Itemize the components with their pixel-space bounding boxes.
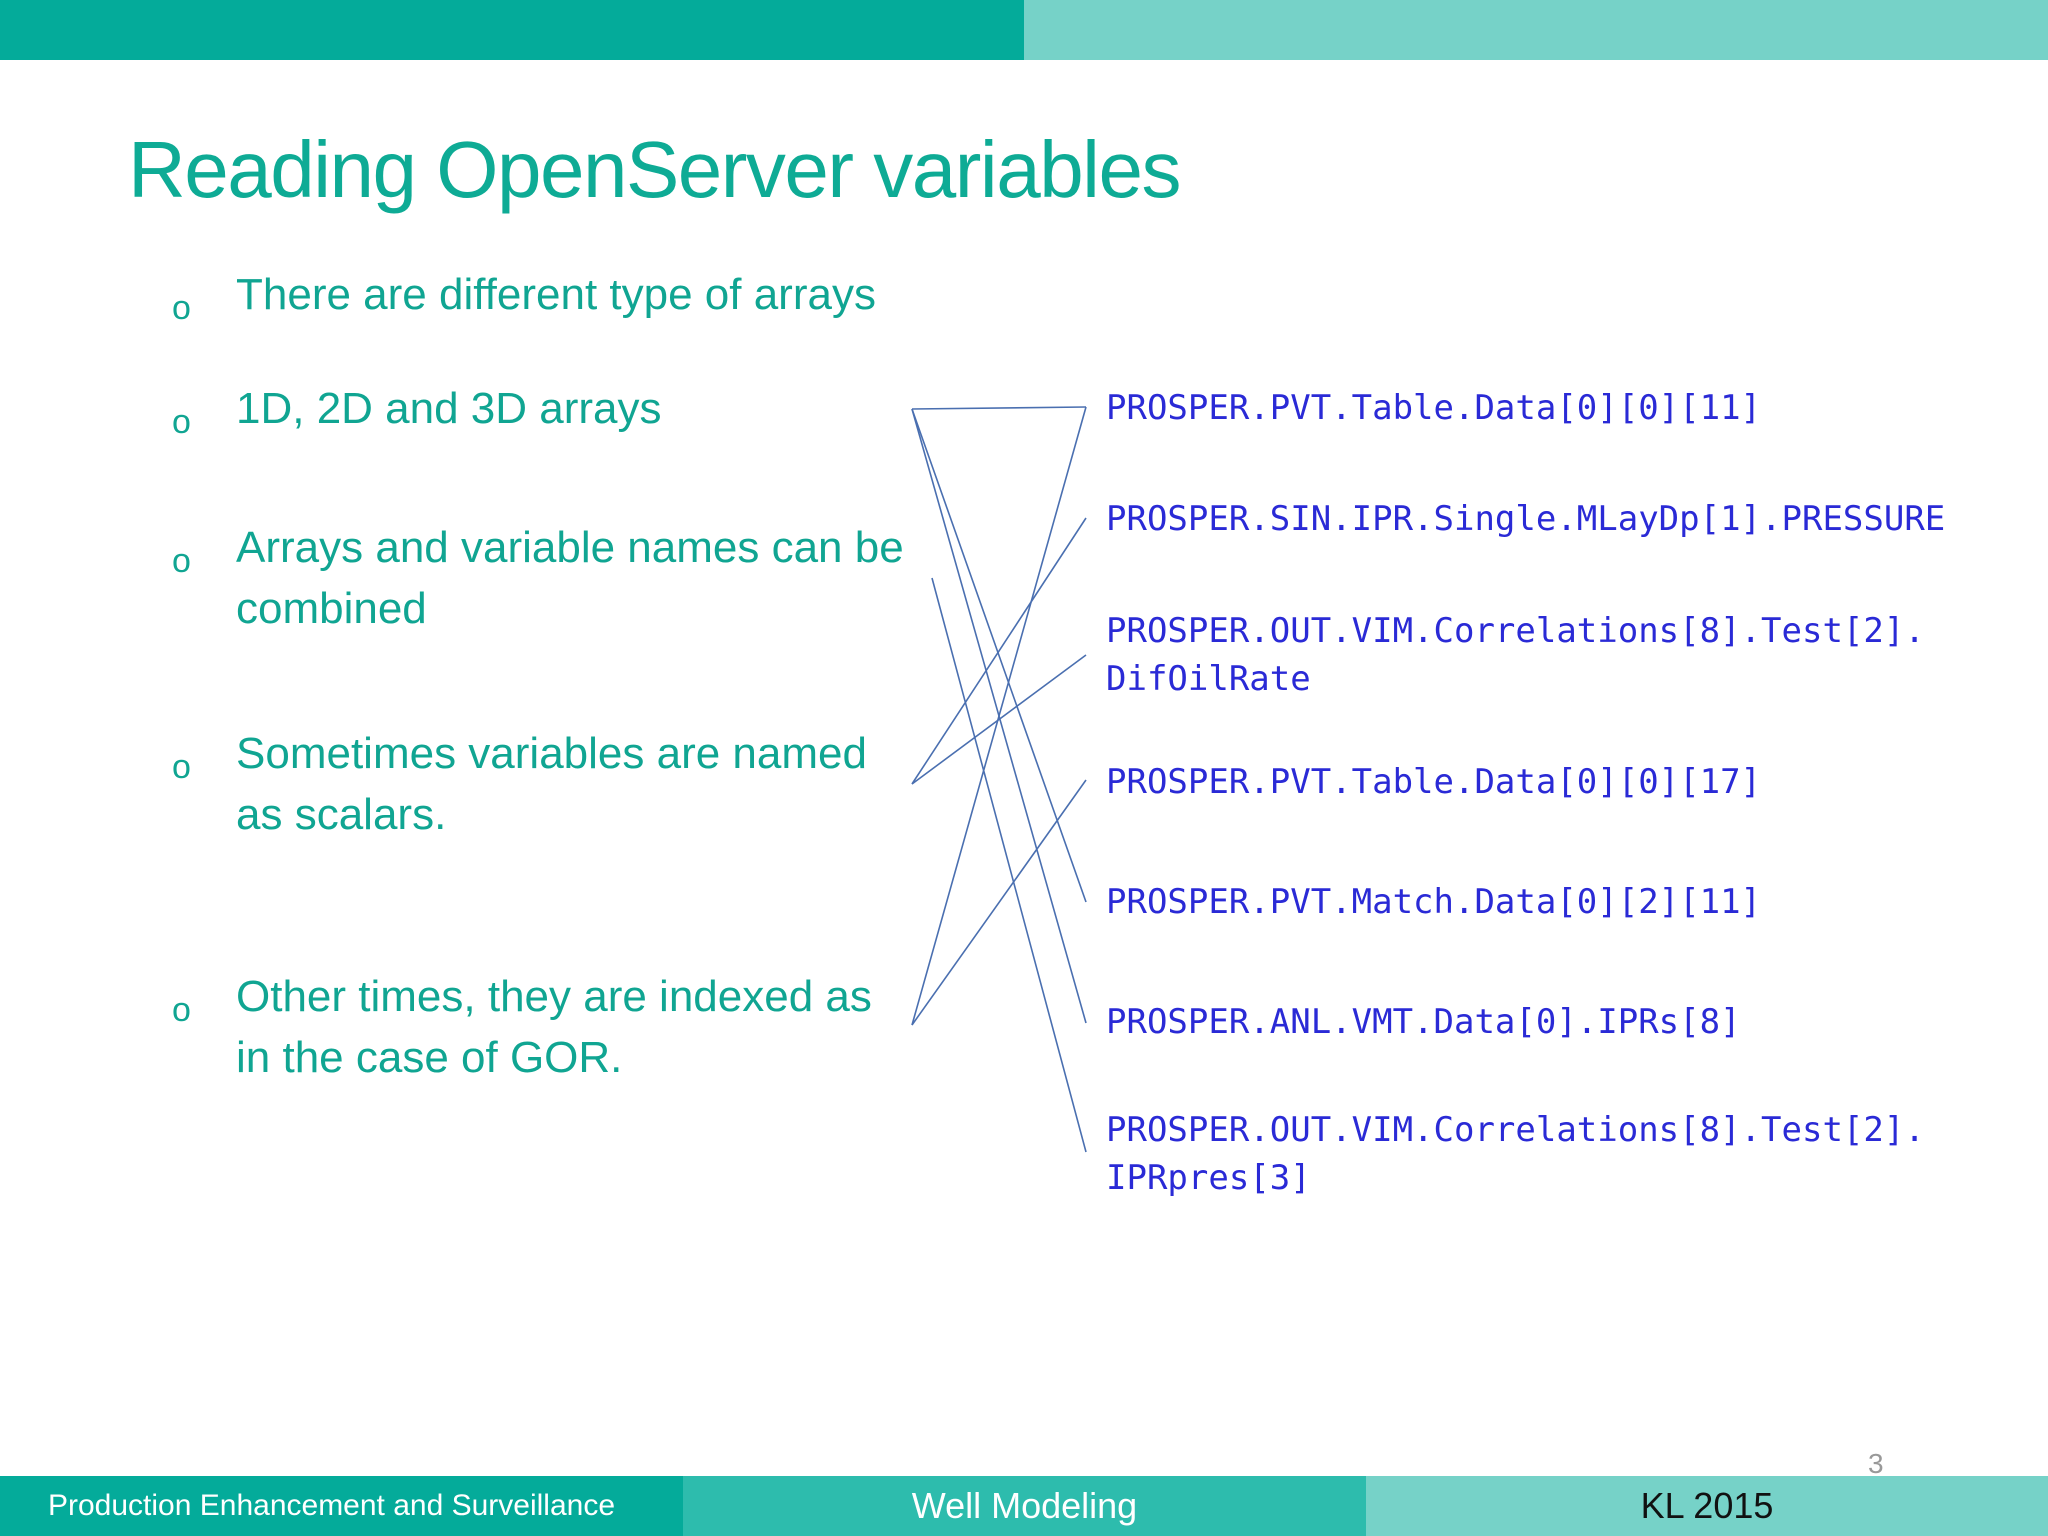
top-accent-bar-dark <box>0 0 1024 60</box>
bullet-marker-icon: o <box>172 403 191 441</box>
connector-line <box>911 779 1087 1026</box>
variable-code: PROSPER.OUT.VIM.Correlations[8].Test[2].… <box>1106 611 1925 699</box>
footer-center-text: Well Modeling <box>911 1485 1138 1526</box>
bullet-text: There are different type of arrays <box>236 270 876 319</box>
connector-line <box>931 577 1087 1153</box>
connector-line <box>911 654 1087 785</box>
bullet-marker-icon: o <box>172 289 191 327</box>
bullet-item: o Arrays and variable names can be combi… <box>172 517 932 639</box>
bullet-marker-icon: o <box>172 991 191 1029</box>
page-number: 3 <box>1868 1448 1884 1479</box>
footer-left: Production Enhancement and Surveillance <box>0 1476 683 1536</box>
bullet-marker-icon: o <box>172 542 191 580</box>
variable-code: PROSPER.ANL.VMT.Data[0].IPRs[8] <box>1106 1002 1741 1042</box>
variable-code: PROSPER.PVT.Table.Data[0][0][11] <box>1106 388 1762 428</box>
variable-code: PROSPER.OUT.VIM.Correlations[8].Test[2].… <box>1106 1110 1925 1198</box>
footer-right-text: KL 2015 <box>1640 1485 1774 1526</box>
slide-title: Reading OpenServer variables <box>128 125 1181 214</box>
bullet-text: Other times, they are indexed as in the … <box>236 972 872 1082</box>
footer-left-text: Production Enhancement and Surveillance <box>48 1489 616 1522</box>
bullet-marker-icon: o <box>172 748 191 786</box>
footer-right: KL 2015 <box>1366 1476 2048 1536</box>
bullet-item: o Other times, they are indexed as in th… <box>172 966 912 1088</box>
bullet-text: 1D, 2D and 3D arrays <box>236 384 662 433</box>
footer-center: Well Modeling <box>683 1476 1366 1536</box>
variable-code: PROSPER.PVT.Match.Data[0][2][11] <box>1106 882 1762 922</box>
top-accent-bar-light <box>1024 0 2048 60</box>
bullet-item: o There are different type of arrays <box>172 264 892 327</box>
bullet-item: o Sometimes variables are named as scala… <box>172 723 892 845</box>
connector-line <box>911 406 1087 410</box>
connector-line <box>911 408 1087 1024</box>
connector-line <box>911 517 1087 785</box>
bullet-text: Sometimes variables are named as scalars… <box>236 729 867 839</box>
bullet-item: o 1D, 2D and 3D arrays <box>172 378 892 441</box>
variable-code: PROSPER.PVT.Table.Data[0][0][17] <box>1106 762 1762 802</box>
bullet-text: Arrays and variable names can be combine… <box>236 523 904 633</box>
variable-code: PROSPER.SIN.IPR.Single.MLayDp[1].PRESSUR… <box>1106 499 1946 539</box>
